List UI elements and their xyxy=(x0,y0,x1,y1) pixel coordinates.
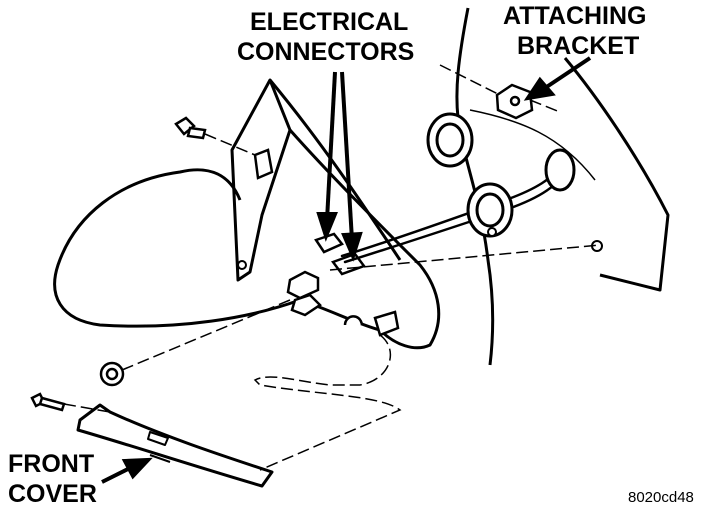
mirror-mount-clips xyxy=(253,148,400,337)
electrical-connectors-label-line2: CONNECTORS xyxy=(237,38,414,66)
cover-screw xyxy=(30,392,66,412)
upper-grommet xyxy=(426,112,474,168)
attaching-bracket-arrow xyxy=(523,56,592,101)
wire-harness xyxy=(340,158,572,264)
front-cover-label-line1: FRONT xyxy=(8,450,94,478)
lower-grommet xyxy=(466,182,514,238)
attaching-bracket xyxy=(495,83,534,120)
front-cover-arrow xyxy=(101,457,153,484)
electrical-connectors-label-line1: ELECTRICAL xyxy=(250,8,408,36)
mirror-base-plate xyxy=(230,78,402,282)
attaching-bracket-label-line2: BRACKET xyxy=(517,32,639,60)
attaching-bracket-label-line1: ATTACHING xyxy=(503,2,647,30)
door-grommet-hole xyxy=(544,148,576,192)
panel-stud xyxy=(237,227,603,270)
figure-code: 8020cd48 xyxy=(628,489,694,506)
electrical-connector-upper xyxy=(314,232,344,254)
front-cover xyxy=(76,403,274,488)
lower-nut xyxy=(99,361,125,387)
door-panel xyxy=(455,7,670,366)
alignment-lines xyxy=(63,64,601,471)
upper-screw xyxy=(174,116,207,140)
electrical-connectors-arrow-right xyxy=(340,71,363,262)
electrical-connectors-arrow-left xyxy=(316,71,338,242)
front-cover-label-line2: COVER xyxy=(8,480,97,508)
